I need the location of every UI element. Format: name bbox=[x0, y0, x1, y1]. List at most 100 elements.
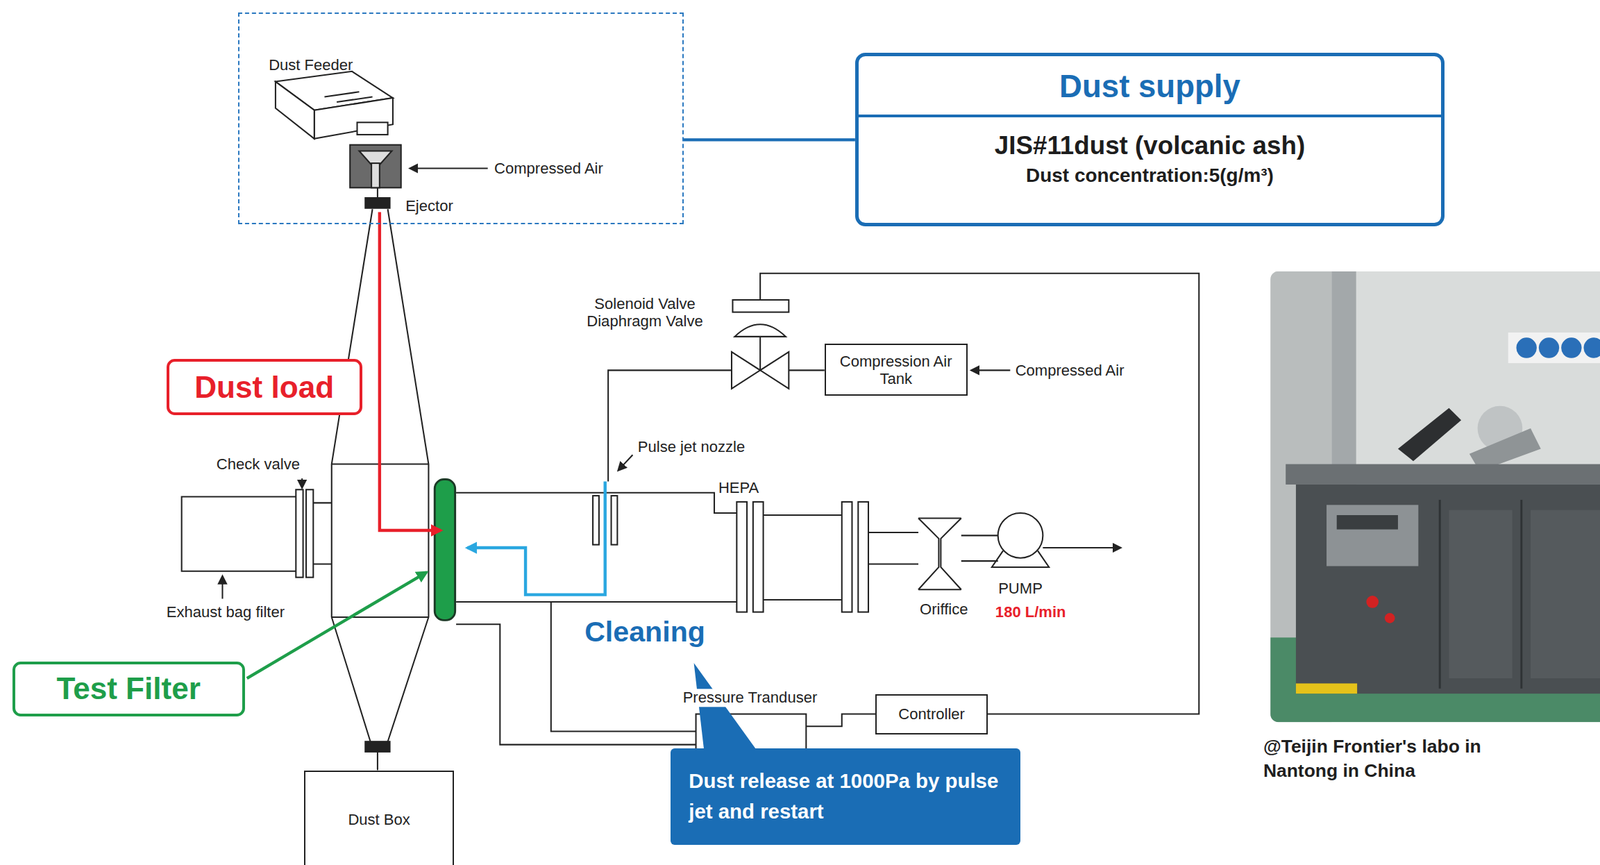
exhaust-pipe bbox=[221, 576, 223, 599]
pulse-jet-line bbox=[760, 273, 1199, 715]
dust-chamber bbox=[376, 751, 379, 770]
lab-photo bbox=[1448, 510, 1512, 679]
pulse-jet-line bbox=[608, 369, 732, 482]
lab-photo bbox=[1520, 499, 1523, 689]
lab-photo bbox=[1336, 515, 1399, 530]
clean-air-duct bbox=[753, 501, 764, 613]
photo-caption: @Teijin Frontier's labo in Nantong in Ch… bbox=[1263, 734, 1544, 783]
lab-photo bbox=[1508, 332, 1600, 364]
dust-feeder-symbol bbox=[314, 97, 393, 139]
ejector-symbol bbox=[365, 197, 390, 209]
dust-feeder-symbol bbox=[324, 91, 359, 97]
lab-photo bbox=[1285, 464, 1600, 485]
pulse-jet-line bbox=[788, 369, 824, 371]
callout-box: Dust load bbox=[166, 358, 363, 416]
part-label: Compressed Air bbox=[1015, 361, 1125, 380]
part-label: Dust Feeder bbox=[268, 56, 353, 74]
clean-air-duct bbox=[841, 501, 853, 613]
dust-feeder-symbol bbox=[275, 71, 393, 139]
exhaust-pipe bbox=[181, 497, 297, 572]
lab-photo bbox=[1384, 612, 1396, 624]
pulse-jet-line bbox=[759, 336, 761, 370]
lab-photo bbox=[1270, 271, 1600, 722]
lab-photo bbox=[1583, 337, 1600, 358]
callout-label: Cleaning bbox=[584, 616, 706, 650]
clean-air-duct bbox=[991, 550, 1049, 568]
callout-box: Test Filter bbox=[12, 661, 246, 717]
box-heading: Dust supply bbox=[858, 56, 1442, 117]
pressure-lines bbox=[456, 601, 876, 755]
dust-feeder-symbol bbox=[357, 122, 389, 135]
part-label: PUMP bbox=[998, 580, 1043, 598]
tank-box: Compression Air Tank bbox=[824, 343, 968, 396]
box-text: Dust Box bbox=[347, 810, 410, 829]
dust-load-arrow bbox=[379, 212, 441, 531]
test-filter-leader bbox=[247, 571, 427, 679]
lab-photo bbox=[1295, 683, 1358, 694]
callout-text: Test Filter bbox=[56, 671, 200, 707]
pulse-jet-line bbox=[731, 351, 761, 389]
exhaust-pipe bbox=[181, 478, 332, 599]
part-label: Check valve bbox=[216, 455, 300, 473]
pulse-jet-line bbox=[760, 351, 789, 389]
ejector-symbol bbox=[349, 145, 402, 209]
dust-feeder-symbol bbox=[275, 81, 315, 139]
exhaust-pipe bbox=[301, 478, 303, 488]
pressure-lines bbox=[805, 714, 876, 727]
pulse-jet-line bbox=[734, 324, 786, 337]
box-text: JIS#11dust (volcanic ash) bbox=[994, 131, 1305, 161]
cleaning-arrow bbox=[467, 481, 605, 595]
pulse-jet-line bbox=[971, 369, 1010, 371]
box-text: Compression Air Tank bbox=[832, 352, 960, 389]
note-text: Dust release at 1000Pa by pulse jet and … bbox=[688, 765, 1002, 827]
lab-photo bbox=[1530, 510, 1600, 679]
clean-air-duct bbox=[918, 517, 939, 590]
callout-text: Dust load bbox=[194, 369, 334, 406]
lab-photo bbox=[1270, 271, 1600, 722]
lab-photo bbox=[1561, 337, 1582, 358]
exhaust-pipe bbox=[295, 489, 303, 577]
part-label: Pulse jet nozzle bbox=[637, 438, 745, 456]
ejector-symbol bbox=[371, 163, 380, 188]
dust-chamber bbox=[388, 208, 429, 742]
flow-rate: 180 L/min bbox=[995, 603, 1067, 621]
dust-chamber bbox=[365, 741, 390, 752]
pulse-jet-line bbox=[618, 454, 634, 470]
clean-air-duct bbox=[736, 501, 747, 613]
part-label: Exhaust bag filter bbox=[166, 603, 285, 621]
ejector-symbol bbox=[349, 145, 402, 189]
clean-air-duct bbox=[918, 517, 962, 590]
pulse-jet-line bbox=[611, 495, 618, 545]
clean-air-duct bbox=[763, 515, 842, 600]
test-filter-element bbox=[434, 479, 455, 621]
part-label: Compressed Air bbox=[494, 159, 604, 178]
part-label: Ejector bbox=[405, 197, 454, 215]
controller-box: Controller bbox=[875, 694, 988, 736]
dust-chamber bbox=[331, 208, 373, 742]
callout-tail bbox=[694, 662, 758, 751]
connector-line bbox=[683, 138, 856, 141]
dust-feeder-symbol bbox=[336, 97, 373, 103]
lab-photo bbox=[1295, 484, 1600, 694]
pulse-jet-line bbox=[592, 495, 600, 545]
dust-supply-group: Dust FeederCompressed AirEjector bbox=[238, 12, 684, 225]
part-label: Solenoid Valve Diaphragm Valve bbox=[576, 294, 714, 330]
ejector-symbol bbox=[376, 187, 379, 198]
exhaust-pipe bbox=[313, 502, 332, 564]
cleaning-arrow bbox=[467, 481, 605, 595]
compressed-air-arrow bbox=[410, 167, 488, 169]
clean-air-duct bbox=[961, 535, 999, 561]
callout-tail bbox=[694, 662, 758, 751]
lab-photo bbox=[1516, 337, 1537, 358]
dust-load-arrow bbox=[379, 212, 441, 531]
lab-photo bbox=[1366, 595, 1379, 609]
lab-photo bbox=[1538, 337, 1560, 358]
part-label: Oriffice bbox=[919, 600, 968, 618]
pulse-jet-line bbox=[732, 299, 789, 313]
exhaust-pipe bbox=[306, 489, 314, 577]
compressed-air-arrow bbox=[410, 167, 488, 169]
clean-air-duct bbox=[456, 601, 737, 603]
lab-photo bbox=[1438, 499, 1442, 689]
clean-air-duct bbox=[998, 512, 1044, 559]
